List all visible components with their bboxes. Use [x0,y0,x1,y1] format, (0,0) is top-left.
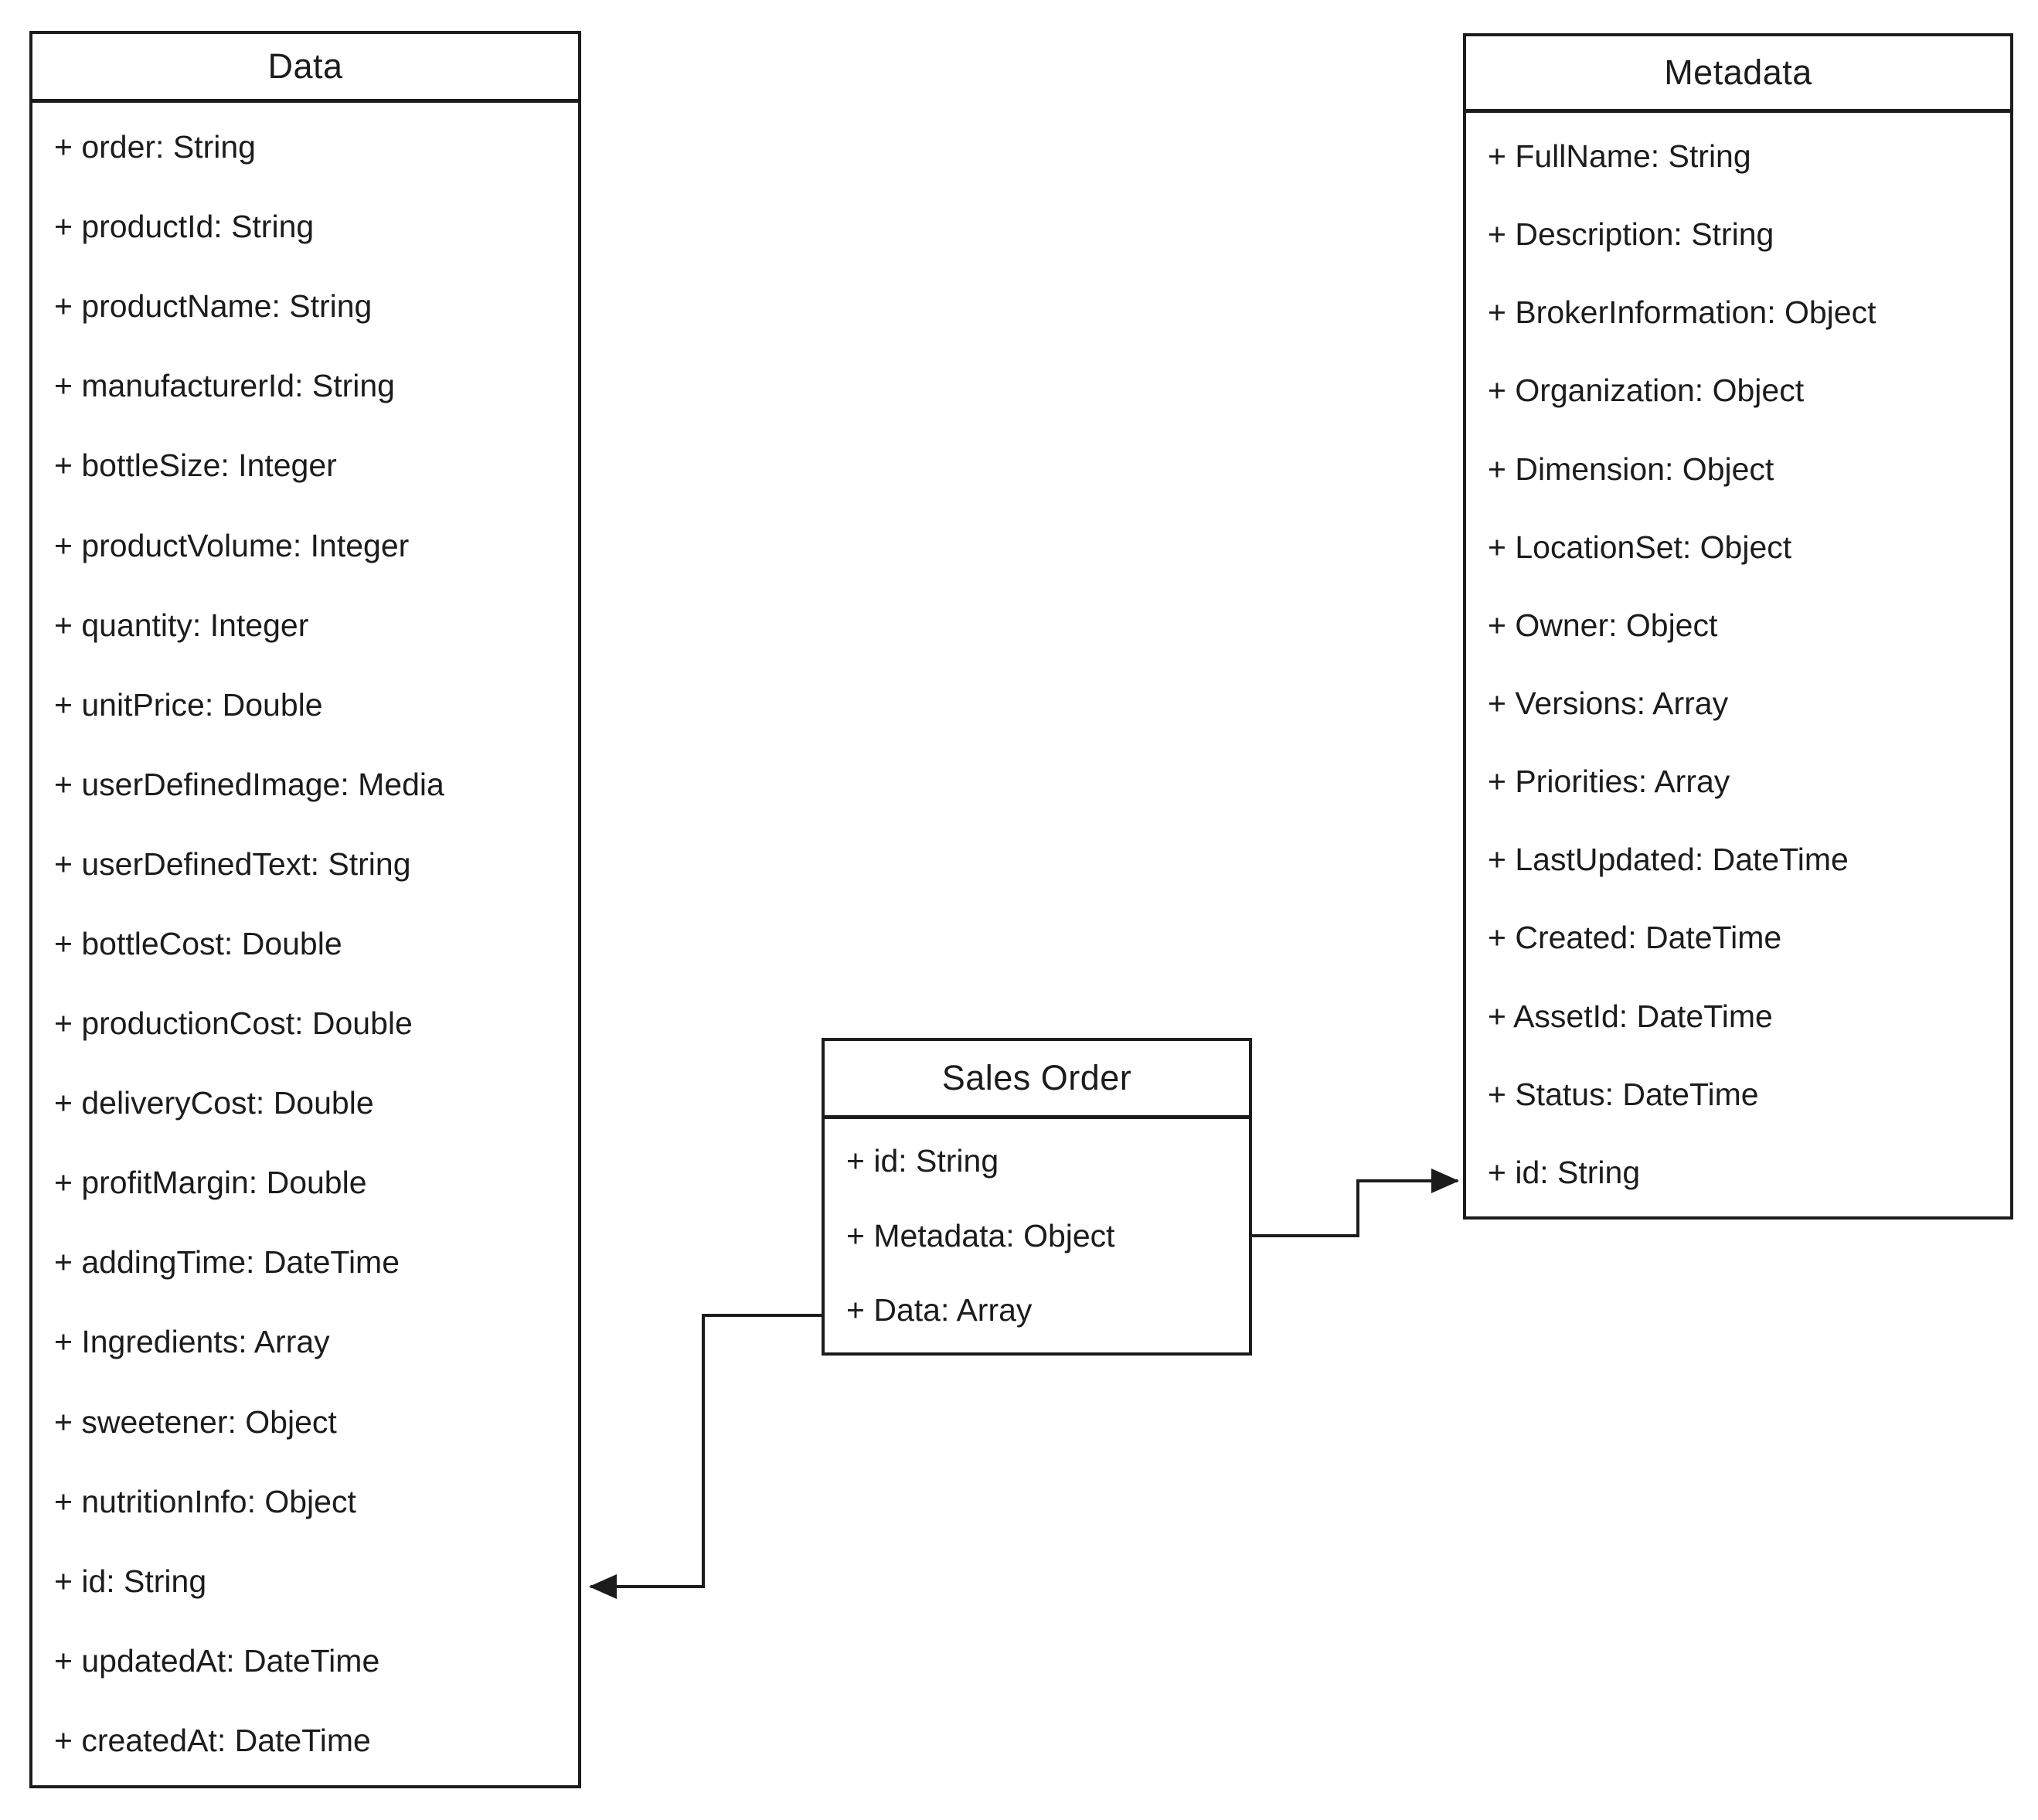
attribute-list-sales-order: + id: String + Metadata: Object + Data: Ar… [825,1119,1249,1352]
attribute-row: + Created: DateTime [1488,920,1782,956]
attribute-row: + id: String [846,1142,999,1179]
attribute-row: + bottleSize: Integer [54,447,337,484]
attribute-row: + Data: Array [846,1292,1033,1328]
attribute-row: + Owner: Object [1488,607,1718,643]
attribute-row: + createdAt: DateTime [54,1722,371,1758]
class-box-sales-order: Sales Order + id: String + Metadata: Obje… [822,1038,1252,1356]
attribute-list-metadata: + FullName: String + Description: String +… [1466,113,2010,1216]
attribute-row: + Description: String [1488,216,1774,253]
attribute-row: + productionCost: Double [54,1005,413,1042]
attribute-row: + Status: DateTime [1488,1076,1759,1112]
attribute-row: + Priorities: Array [1488,764,1730,800]
attribute-row: + Ingredients: Array [54,1324,330,1360]
attribute-row: + Organization: Object [1488,373,1805,409]
attribute-row: + order: String [54,129,256,165]
attribute-row: + sweetener: Object [54,1403,337,1440]
attribute-row: + Metadata: Object [846,1217,1115,1254]
attribute-row: + FullName: String [1488,138,1751,175]
attribute-row: + updatedAt: DateTime [54,1642,380,1679]
class-box-data: Data + order: String+ productId: String+… [29,31,581,1788]
attribute-row: + userDefinedImage: Media [54,766,444,802]
attribute-row: + AssetId: DateTime [1488,998,1773,1034]
attribute-row: + productName: String [54,288,373,325]
attribute-row: + quantity: Integer [54,607,309,643]
attribute-row: + deliveryCost: Double [54,1085,374,1121]
class-title-sales-order: Sales Order [825,1041,1249,1119]
attribute-row: + LastUpdated: DateTime [1488,842,1849,878]
attribute-row: + userDefinedText: String [54,845,411,882]
attribute-row: + bottleCost: Double [54,925,342,961]
connector-sales-order-to-metadata [1250,1169,1459,1237]
attribute-row: + manufacturerId: String [54,368,395,404]
attribute-row: + profitMargin: Double [54,1165,367,1201]
attribute-row: + Dimension: Object [1488,451,1774,487]
attribute-row: + id: String [54,1563,207,1599]
class-box-metadata: Metadata + FullName: String + Description… [1463,33,2013,1220]
attribute-row: + productId: String [54,209,315,245]
class-title-metadata: Metadata [1466,36,2010,113]
attribute-row: + nutritionInfo: Object [54,1483,356,1519]
attribute-row: + Versions: Array [1488,685,1729,722]
attribute-row: + BrokerInformation: Object [1488,294,1876,331]
attribute-row: + addingTime: DateTime [54,1244,400,1281]
class-title-data: Data [32,34,578,103]
connector-sales-order-to-data [589,1314,822,1599]
attribute-row: + LocationSet: Object [1488,529,1792,565]
attribute-row: + id: String [1488,1154,1641,1190]
attribute-list-data: + order: String + productId: String + prod… [32,103,578,1785]
attribute-row: + unitPrice: Double [54,686,323,723]
attribute-row: + productVolume: Integer [54,527,410,563]
